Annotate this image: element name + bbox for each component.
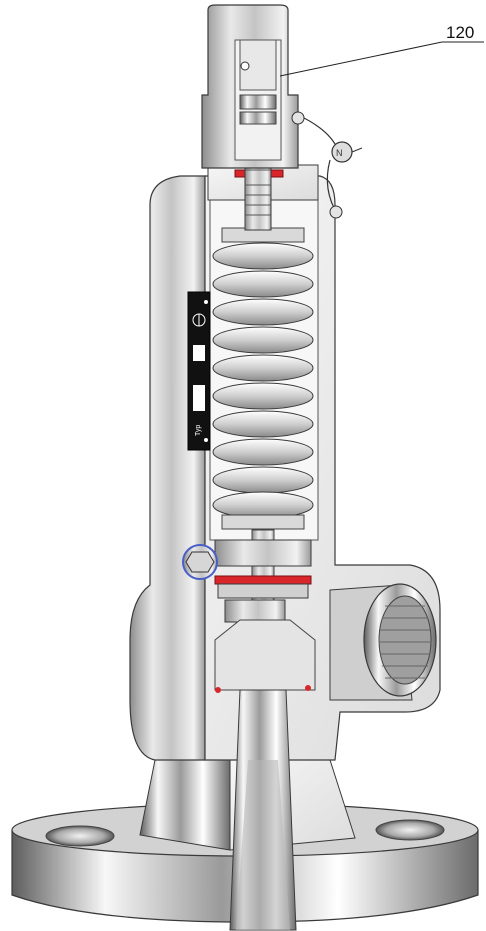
red-seal-ring-lower [214, 575, 312, 585]
red-seal-dot-left [215, 687, 221, 693]
flange-bolt-hole-left [45, 825, 115, 847]
compression-spring [212, 227, 314, 530]
red-seal-dot-right [305, 685, 311, 691]
callout-120: 120 [279, 23, 484, 77]
callout-label: 120 [446, 23, 474, 42]
outlet-port [329, 583, 437, 701]
svg-text:N: N [336, 148, 343, 158]
type-plate: Typ [187, 291, 211, 451]
type-plate-text: Typ [195, 425, 202, 436]
inlet-nozzle [229, 689, 297, 931]
body-plug [182, 544, 218, 580]
disc-assembly [214, 539, 316, 693]
callout-leader-line [279, 41, 443, 77]
flange-bolt-hole-right [375, 819, 445, 841]
valve-cap [201, 4, 299, 169]
lead-seal: N [291, 111, 363, 219]
